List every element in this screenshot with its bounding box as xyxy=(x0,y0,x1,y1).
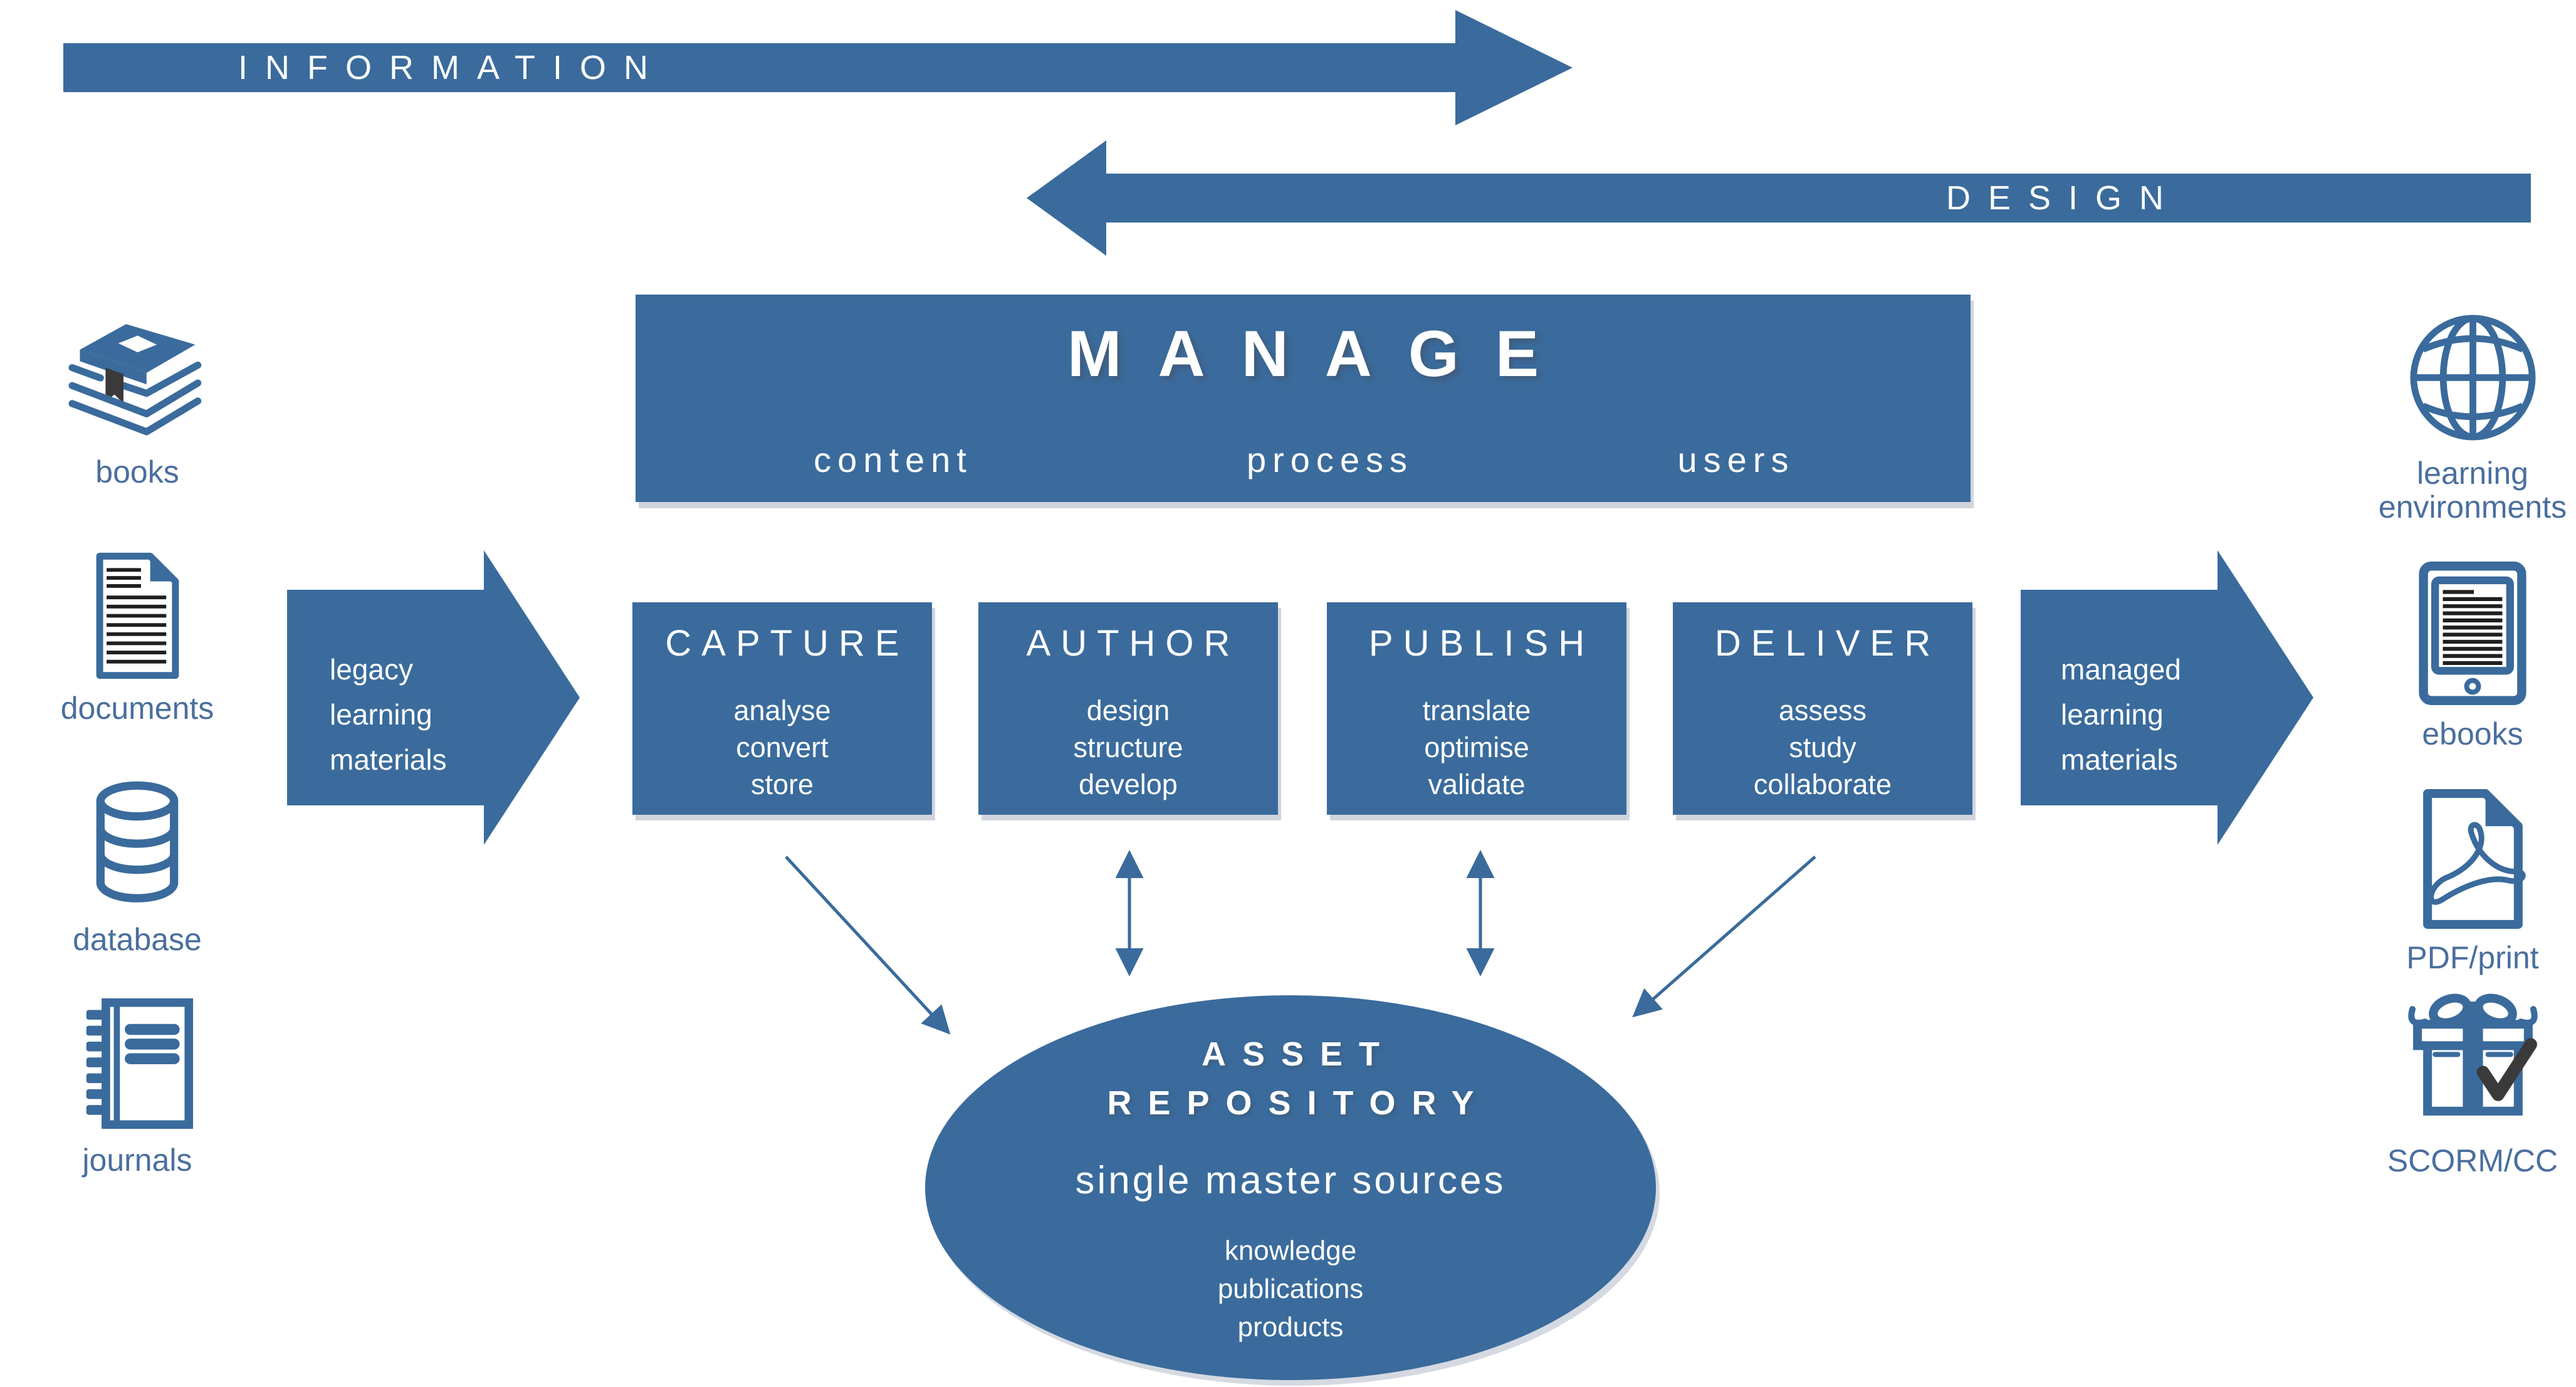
output-label: ebooks xyxy=(2422,716,2523,751)
repository-item: publications xyxy=(1217,1274,1364,1304)
output-label: PDF/print xyxy=(2406,940,2539,975)
managed-output-arrow xyxy=(2021,550,2313,845)
output-scorm-cc: SCORM/CC xyxy=(2341,992,2576,1178)
document-icon xyxy=(96,552,179,679)
pdf-icon xyxy=(2422,789,2526,929)
stage-box-capture: CAPTURE analyse convert store xyxy=(632,602,932,815)
manage-item-content: content xyxy=(814,440,973,479)
managed-arrow-line: materials xyxy=(2061,743,2178,776)
output-learning-environments: learning environments xyxy=(2341,310,2576,524)
stage-item: collaborate xyxy=(1753,768,1892,800)
stage-title: AUTHOR xyxy=(1026,623,1240,664)
stage-item: optimise xyxy=(1424,731,1529,763)
source-books: books xyxy=(50,312,225,489)
output-pdf-print: PDF/print xyxy=(2341,788,2576,975)
design-flow-arrow xyxy=(1027,140,2531,256)
journal-icon xyxy=(86,998,193,1129)
stage-item: assess xyxy=(1778,694,1867,726)
repository-title-line: ASSET xyxy=(1201,1035,1396,1073)
stage-item: validate xyxy=(1428,768,1526,800)
gift-icon xyxy=(2407,993,2538,1116)
manage-box: MANAGE content process users xyxy=(636,295,1971,502)
stage-title: PUBLISH xyxy=(1368,623,1595,664)
repository-item: products xyxy=(1237,1312,1344,1343)
repository-title-line: REPOSITORY xyxy=(1107,1084,1490,1122)
design-flow-label: DESIGN xyxy=(1946,179,2182,217)
legacy-arrow-line: materials xyxy=(330,743,447,776)
information-flow-label: INFORMATION xyxy=(238,49,666,86)
stage-title: CAPTURE xyxy=(665,623,909,664)
legacy-arrow-line: learning xyxy=(330,698,432,731)
stage-box-publish: PUBLISH translate optimise validate xyxy=(1327,602,1626,815)
stage-item: design xyxy=(1086,694,1170,726)
stage-item: structure xyxy=(1073,731,1183,763)
information-flow-arrow xyxy=(63,10,1573,125)
stage-box-deliver: DELIVER assess study collaborate xyxy=(1673,602,1972,815)
manage-item-process: process xyxy=(1246,440,1414,479)
source-label: database xyxy=(73,922,202,957)
source-label: journals xyxy=(82,1143,192,1178)
source-database: database xyxy=(50,778,225,956)
stage-item: study xyxy=(1789,731,1856,763)
source-journals: journals xyxy=(50,995,225,1177)
stage-item: store xyxy=(750,768,814,800)
deliver-to-repository-arrow xyxy=(1632,856,1816,1018)
manage-title: MANAGE xyxy=(1067,318,1576,390)
legacy-input-arrow xyxy=(287,550,580,845)
database-icon xyxy=(96,781,179,903)
source-label: books xyxy=(95,454,179,489)
globe-icon xyxy=(2410,315,2535,441)
manage-item-users: users xyxy=(1677,440,1795,479)
stage-box-author: AUTHOR design structure develop xyxy=(978,602,1278,815)
managed-arrow-line: learning xyxy=(2061,698,2164,731)
repository-item: knowledge xyxy=(1224,1235,1357,1266)
output-label: learning environments xyxy=(2378,456,2567,525)
output-ebooks: ebooks xyxy=(2341,561,2576,751)
ebook-icon xyxy=(2419,562,2526,705)
stage-item: translate xyxy=(1422,694,1531,726)
stage-item: analyse xyxy=(733,694,831,726)
managed-arrow-text: managed learning materials xyxy=(2061,647,2181,782)
stage-item: develop xyxy=(1079,768,1178,800)
source-label: documents xyxy=(60,691,214,726)
books-icon xyxy=(68,324,201,436)
stage-item: convert xyxy=(736,731,829,763)
source-documents: documents xyxy=(50,552,225,725)
capture-to-repository-arrow xyxy=(785,856,951,1035)
output-label: SCORM/CC xyxy=(2387,1143,2558,1178)
legacy-arrow-text: legacy learning materials xyxy=(330,647,447,782)
managed-arrow-line: managed xyxy=(2061,653,2181,686)
repository-subtitle: single master sources xyxy=(1075,1159,1506,1202)
stage-title: DELIVER xyxy=(1714,623,1941,664)
legacy-arrow-line: legacy xyxy=(330,653,413,686)
asset-repository-ellipse: ASSET REPOSITORY single master sources k… xyxy=(925,995,1656,1380)
